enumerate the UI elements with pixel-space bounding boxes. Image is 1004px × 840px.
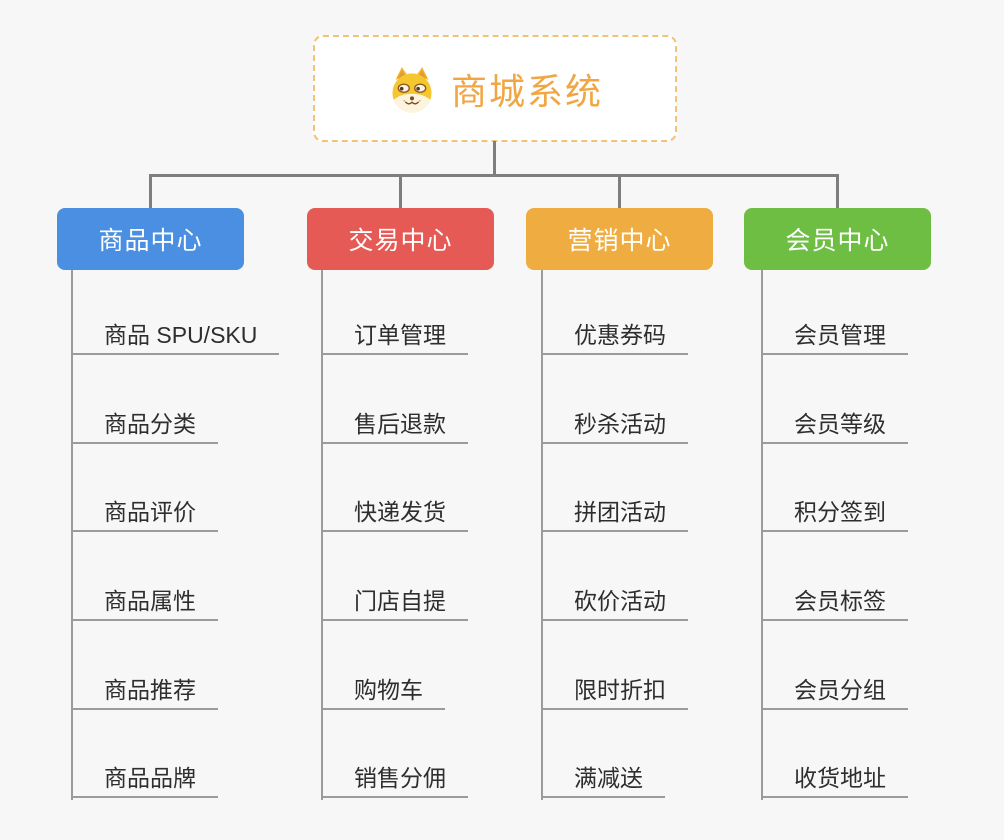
leaf-node[interactable]: 商品品牌 — [71, 760, 218, 798]
leaf-node[interactable]: 秒杀活动 — [541, 406, 688, 444]
leaf-node[interactable]: 砍价活动 — [541, 583, 688, 621]
leaf-node[interactable]: 商品 SPU/SKU — [71, 317, 280, 355]
connector-drop-trade — [399, 174, 402, 210]
leaf-node[interactable]: 售后退款 — [321, 406, 468, 444]
leaf-node[interactable]: 收货地址 — [761, 760, 908, 798]
connector-drop-marketing — [618, 174, 621, 210]
leaf-node[interactable]: 快递发货 — [321, 494, 468, 532]
branch-label: 商品中心 — [98, 227, 203, 255]
connector-drop-products — [149, 174, 152, 210]
leaf-node[interactable]: 会员标签 — [761, 583, 908, 621]
branch-spine-marketing — [541, 270, 543, 800]
leaf-node[interactable]: 订单管理 — [321, 317, 468, 355]
leaf-node[interactable]: 商品属性 — [71, 583, 218, 621]
root-node-mall-system[interactable]: 商城系统 — [313, 35, 677, 142]
leaf-node[interactable]: 门店自提 — [321, 583, 468, 621]
branch-label: 交易中心 — [348, 227, 453, 255]
branch-label: 会员中心 — [785, 227, 890, 255]
leaf-node[interactable]: 积分签到 — [761, 494, 908, 532]
leaf-node[interactable]: 限时折扣 — [541, 672, 688, 710]
leaf-node[interactable]: 优惠券码 — [541, 317, 688, 355]
leaf-node[interactable]: 商品分类 — [71, 406, 218, 444]
leaf-node[interactable]: 会员管理 — [761, 317, 908, 355]
leaf-node[interactable]: 会员等级 — [761, 406, 908, 444]
root-title: 商城系统 — [450, 70, 603, 112]
shiba-dog-icon — [392, 66, 432, 112]
connector-drop-members — [836, 174, 839, 210]
connector-root-stem — [493, 141, 496, 175]
connector-horizontal-rail — [149, 174, 839, 177]
leaf-node[interactable]: 销售分佣 — [321, 760, 468, 798]
leaf-node[interactable]: 满减送 — [541, 760, 665, 798]
leaf-node[interactable]: 会员分组 — [761, 672, 908, 710]
branch-spine-members — [761, 270, 763, 800]
branch-spine-trade — [321, 270, 323, 800]
branch-node-trade-center[interactable]: 交易中心 — [307, 208, 494, 270]
branch-node-product-center[interactable]: 商品中心 — [57, 208, 244, 270]
leaf-node[interactable]: 商品评价 — [71, 494, 218, 532]
branch-node-member-center[interactable]: 会员中心 — [744, 208, 931, 270]
branch-label: 营销中心 — [567, 227, 672, 255]
leaf-node[interactable]: 拼团活动 — [541, 494, 688, 532]
leaf-node[interactable]: 购物车 — [321, 672, 445, 710]
branch-spine-products — [71, 270, 73, 800]
branch-node-marketing-center[interactable]: 营销中心 — [526, 208, 713, 270]
leaf-node[interactable]: 商品推荐 — [71, 672, 218, 710]
